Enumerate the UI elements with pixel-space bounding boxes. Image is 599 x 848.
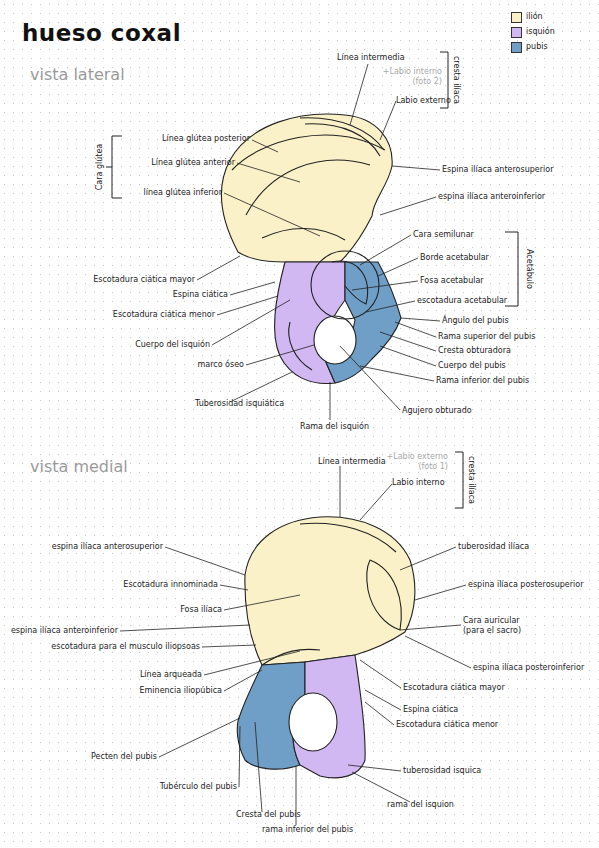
part-label: Fosa ilíaca: [180, 605, 222, 615]
part-label: tuberosidad ilíaca: [458, 542, 529, 552]
part-label: Espina ciática: [403, 705, 458, 715]
part-label: +Labio interno (foto 2): [380, 67, 442, 87]
medial-view-bone: [237, 517, 415, 778]
part-label: Tubérculo del pubis: [160, 782, 237, 792]
part-label: Fosa acetabular: [420, 276, 484, 286]
view-heading: vista medial: [30, 458, 128, 476]
part-label: Rama superior del pubis: [438, 332, 535, 342]
part-label: Línea arqueada: [140, 670, 202, 680]
lateral-view-bone: [221, 114, 401, 384]
part-label: marco óseo: [197, 360, 244, 370]
part-label: espina ilíaca anterosuperior: [52, 542, 163, 552]
part-label: escotadura para el musculo iliopsoas: [51, 642, 200, 652]
part-label: +Labio externo (foto 1): [386, 452, 448, 472]
view-heading: vista lateral: [30, 66, 125, 84]
page-title: hueso coxal: [22, 20, 181, 46]
part-label: Rama inferior del pubis: [436, 376, 529, 386]
part-label: Espina ilíaca anterosuperior: [442, 165, 553, 175]
group-label: Acetábulo: [524, 249, 534, 289]
part-label: Línea intermedia: [318, 457, 386, 467]
part-label: Pecten del pubis: [91, 752, 157, 762]
part-label: Línea intermedia: [337, 53, 405, 63]
part-label: Escotadura ciática mayor: [93, 275, 195, 285]
legend-swatch: [511, 12, 522, 23]
part-label: Borde acetabular: [420, 253, 489, 263]
part-label: Cuerpo del pubis: [438, 361, 506, 371]
legend-swatch: [511, 42, 522, 53]
part-label: rama del isquion: [387, 800, 454, 810]
part-label: Escotadura ciática menor: [113, 310, 215, 320]
part-label: Espina ciática: [173, 290, 228, 300]
part-label: Escotadura ciática menor: [396, 720, 498, 730]
part-label: Ángulo del pubis: [442, 316, 509, 326]
part-label: Línea glútea posterior: [162, 134, 250, 144]
group-label: Cara glútea: [95, 144, 105, 191]
part-label: espina ilíaca posterosuperior: [468, 580, 583, 590]
part-label: Cresta del pubis: [236, 810, 301, 820]
part-label: espina ilíaca anteroinferior: [438, 192, 545, 202]
legend-text: isquión: [526, 27, 555, 37]
part-label: Labio interno: [392, 478, 445, 488]
legend-text: pubis: [526, 42, 548, 52]
part-label: Línea glútea anterior: [151, 158, 235, 168]
part-label: Eminencia iliopúbica: [139, 686, 222, 696]
part-label: Labio externo: [396, 96, 451, 106]
part-label: Rama del isquión: [300, 422, 369, 432]
part-label: tuberosidad isquica: [403, 766, 481, 776]
part-label: Escotadura innominada: [123, 580, 218, 590]
part-label: espina ilíaca posteroinferior: [473, 663, 584, 673]
legend-text: ilión: [526, 12, 543, 22]
part-label: espina ilíaca anteroinferior: [11, 626, 118, 636]
group-label: cresta ilíaca: [466, 456, 476, 504]
part-label: Cara auricular (para el sacro): [463, 616, 541, 636]
legend-swatch: [511, 27, 522, 38]
part-label: línea glútea inferior: [144, 188, 222, 198]
part-label: Agujero obturado: [402, 406, 472, 416]
part-label: Cresta obturadora: [438, 346, 511, 356]
part-label: Tuberosidad isquiática: [195, 399, 284, 409]
part-label: Cuerpo del isquión: [135, 340, 210, 350]
part-label: rama inferior del pubis: [262, 825, 353, 835]
part-label: Escotadura ciática mayor: [403, 683, 505, 693]
group-label: cresta ilíaca: [451, 56, 461, 104]
part-label: escotadura acetabular: [417, 296, 507, 306]
leader-lines: [120, 64, 471, 825]
part-label: Cara semilunar: [413, 230, 474, 240]
